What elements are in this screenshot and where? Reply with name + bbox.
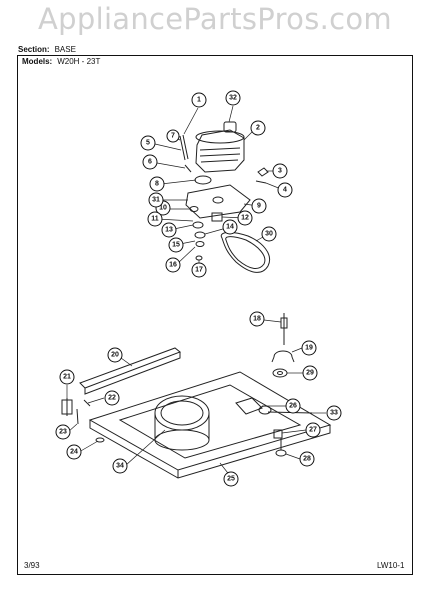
- callout-18: 18: [249, 311, 265, 327]
- section-value: BASE: [54, 45, 76, 54]
- callout-7-label: 7: [171, 133, 175, 140]
- callout-16-label: 16: [169, 262, 177, 269]
- callout-9: 9: [251, 198, 267, 214]
- callout-5: 5: [140, 135, 156, 151]
- callout-25: 25: [223, 471, 239, 487]
- callout-1-label: 1: [197, 97, 201, 104]
- callout-27: 27: [305, 422, 321, 438]
- callout-15: 15: [168, 237, 184, 253]
- callout-34-label: 34: [116, 463, 124, 470]
- callout-17: 17: [191, 262, 207, 278]
- callout-11-label: 11: [151, 216, 159, 223]
- section-header: Section: BASE: [18, 45, 76, 54]
- callout-21-label: 21: [63, 374, 71, 381]
- callout-10-label: 10: [159, 205, 167, 212]
- callout-33-label: 33: [330, 410, 338, 417]
- callout-2-label: 2: [256, 125, 260, 132]
- callout-20-label: 20: [111, 352, 119, 359]
- revision-date: 3/93: [24, 561, 40, 570]
- callout-11: 11: [147, 211, 163, 227]
- callouts: 1 2 3 4 5 6 7 8 9 10 11 12 13 14 15 16 1…: [55, 90, 342, 487]
- callout-25-label: 25: [227, 476, 235, 483]
- models-header: Models: W20H - 23T: [22, 57, 100, 66]
- callout-15-label: 15: [172, 242, 180, 249]
- callout-26-label: 26: [289, 403, 297, 410]
- motor-assembly: [179, 121, 270, 273]
- callout-30: 30: [261, 226, 277, 242]
- diagram-frame: [17, 55, 413, 575]
- valve-hardware: [271, 313, 295, 378]
- callout-14-label: 14: [226, 224, 234, 231]
- callout-8-label: 8: [155, 181, 159, 188]
- callout-13: 13: [161, 222, 177, 238]
- callout-23-label: 23: [59, 429, 67, 436]
- callout-24-label: 24: [70, 449, 78, 456]
- callout-23: 23: [55, 424, 71, 440]
- callout-16: 16: [165, 257, 181, 273]
- callout-6-label: 6: [148, 159, 152, 166]
- callout-22: 22: [104, 390, 120, 406]
- callout-1: 1: [191, 92, 207, 108]
- callout-17-label: 17: [195, 267, 203, 274]
- callout-12: 12: [237, 210, 253, 226]
- callout-20: 20: [107, 347, 123, 363]
- callout-26: 26: [285, 398, 301, 414]
- callout-27-label: 27: [309, 427, 317, 434]
- page-code: LW10-1: [377, 561, 405, 570]
- callout-24: 24: [66, 444, 82, 460]
- base-frame: [61, 347, 332, 479]
- callout-8: 8: [149, 176, 165, 192]
- callout-9-label: 9: [257, 203, 261, 210]
- callout-18-label: 18: [253, 316, 261, 323]
- callout-5-label: 5: [146, 140, 150, 147]
- callout-28-label: 28: [303, 456, 311, 463]
- callout-12-label: 12: [241, 215, 249, 222]
- callout-32-label: 32: [229, 95, 237, 102]
- callout-2: 2: [250, 120, 266, 136]
- callout-22-label: 22: [108, 395, 116, 402]
- callout-3-label: 3: [278, 168, 282, 175]
- callout-19: 19: [301, 340, 317, 356]
- callout-4: 4: [277, 182, 293, 198]
- callout-3: 3: [272, 163, 288, 179]
- callout-19-label: 19: [305, 345, 313, 352]
- callout-31: 31: [148, 192, 164, 208]
- section-label: Section:: [18, 45, 50, 54]
- callout-6: 6: [142, 154, 158, 170]
- callout-29-label: 29: [306, 370, 314, 377]
- callout-29: 29: [302, 365, 318, 381]
- callout-14: 14: [222, 219, 238, 235]
- callout-7: 7: [166, 129, 180, 143]
- models-value: W20H - 23T: [57, 57, 101, 66]
- callout-28: 28: [299, 451, 315, 467]
- callout-4-label: 4: [283, 187, 287, 194]
- callout-31-label: 31: [152, 197, 160, 204]
- callout-32: 32: [225, 90, 241, 106]
- callout-34: 34: [112, 458, 128, 474]
- callout-30-label: 30: [265, 231, 273, 238]
- callout-21: 21: [59, 369, 75, 385]
- models-label: Models:: [22, 57, 53, 66]
- callout-13-label: 13: [165, 227, 173, 234]
- watermark: AppliancePartsPros.com: [38, 2, 392, 36]
- callout-33: 33: [326, 405, 342, 421]
